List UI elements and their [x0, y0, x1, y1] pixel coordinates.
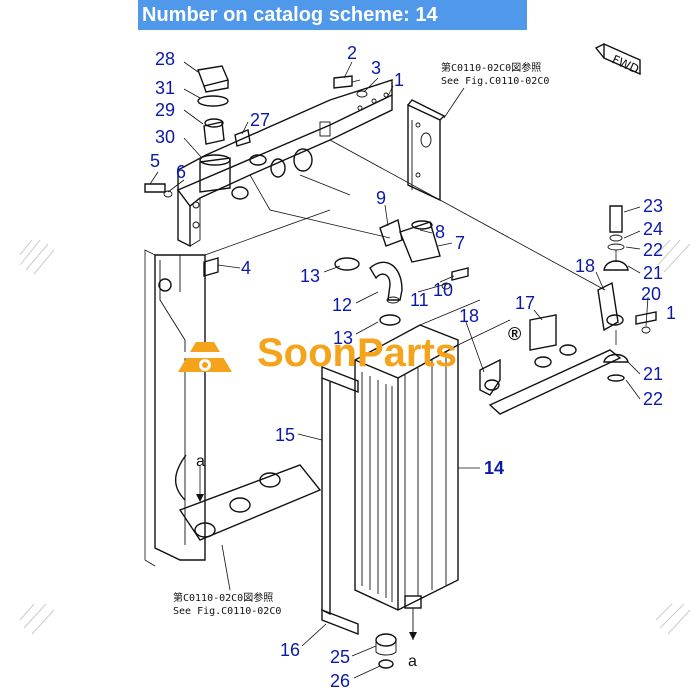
side-guide: [321, 365, 359, 636]
right-mount-plate: [407, 99, 446, 202]
callout-22-lower: 22: [643, 389, 663, 409]
arrow-letter-lower: a: [408, 653, 417, 670]
catalog-number-banner: Number on catalog scheme: 14: [138, 0, 527, 30]
callout-5: 5: [150, 151, 160, 171]
registered-mark: ®: [508, 324, 521, 344]
callout-4: 4: [241, 258, 251, 278]
callout-14: 14: [484, 458, 504, 478]
callout-1-top: 1: [394, 70, 404, 90]
callout-1-right: 1: [666, 303, 676, 323]
callout-13-lower: 13: [333, 328, 353, 348]
callout-31: 31: [155, 78, 175, 98]
callout-20: 20: [641, 284, 661, 304]
svg-text:第C0110-02C0図参照: 第C0110-02C0図参照: [173, 591, 273, 604]
figure-reference-top: 第C0110-02C0図参照 See Fig.C0110-02C0: [441, 61, 549, 119]
callout-21-upper: 21: [643, 263, 663, 283]
callout-28: 28: [155, 49, 175, 69]
svg-text:第C0110-02C0図参照: 第C0110-02C0図参照: [441, 61, 541, 74]
callout-6: 6: [176, 162, 186, 182]
filler-cap-group: [197, 65, 231, 193]
callouts: 28 31 29 30 27 5 6 2 3 1 9 8 7 4 13 12 1…: [150, 43, 676, 691]
upper-bracket: [176, 79, 393, 248]
callout-25: 25: [330, 647, 350, 667]
leader-lines: [149, 61, 649, 679]
callout-21-lower: 21: [643, 364, 663, 384]
callout-17: 17: [515, 293, 535, 313]
callout-15: 15: [275, 425, 295, 445]
left-side-frame: [154, 254, 322, 561]
callout-23: 23: [643, 196, 663, 216]
left-hatch: [19, 239, 55, 635]
callout-10: 10: [433, 280, 453, 300]
callout-18-left: 18: [459, 306, 479, 326]
soonparts-watermark: SoonParts ®: [178, 324, 521, 375]
arrow-markers: a a: [196, 453, 417, 670]
bottom-mounts: [375, 633, 397, 669]
callout-2: 2: [347, 43, 357, 63]
arrow-letter-upper: a: [196, 453, 205, 470]
hose-group: [334, 219, 469, 326]
watermark-brand: SoonParts: [257, 331, 457, 375]
fittings: [144, 75, 368, 277]
right-brackets: [479, 205, 657, 415]
callout-12: 12: [332, 295, 352, 315]
fwd-label: FWD: [610, 52, 641, 76]
callout-7: 7: [455, 233, 465, 253]
callout-16: 16: [280, 640, 300, 660]
figure-reference-bottom: 第C0110-02C0図参照 See Fig.C0110-02C0: [173, 544, 281, 617]
callout-8: 8: [435, 222, 445, 242]
callout-18-right: 18: [575, 256, 595, 276]
svg-text:See Fig.C0110-02C0: See Fig.C0110-02C0: [173, 606, 281, 617]
callout-22-upper: 22: [643, 240, 663, 260]
fwd-indicator: FWD: [594, 42, 641, 77]
callout-11: 11: [410, 290, 429, 310]
assembly-lines: [144, 139, 617, 567]
callout-29: 29: [155, 100, 175, 120]
callout-30: 30: [155, 127, 175, 147]
callout-9: 9: [376, 188, 386, 208]
callout-24: 24: [643, 219, 663, 239]
callout-26: 26: [330, 671, 350, 691]
svg-text:See Fig.C0110-02C0: See Fig.C0110-02C0: [441, 76, 549, 87]
callout-3: 3: [371, 58, 381, 78]
callout-27: 27: [250, 110, 270, 130]
callout-13-upper: 13: [300, 266, 320, 286]
right-hatch: [655, 239, 691, 635]
